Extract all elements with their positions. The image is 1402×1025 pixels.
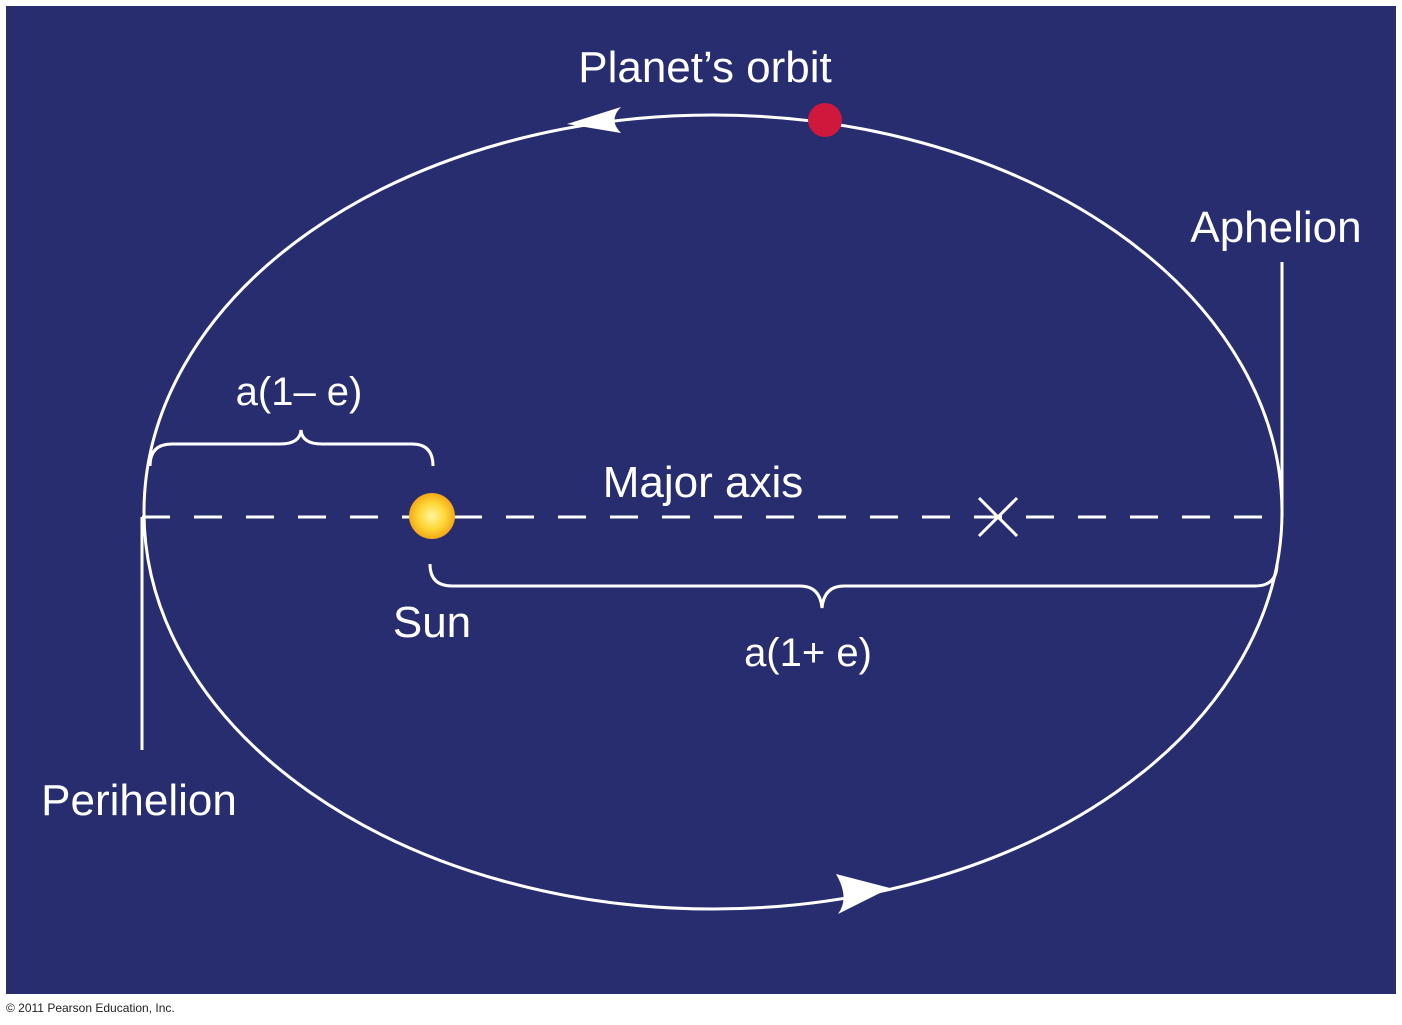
- orbit-arrow-bottom-icon: [836, 874, 890, 914]
- major-axis-label: Major axis: [603, 458, 804, 507]
- bracket-perihelion-distance: [148, 429, 435, 467]
- perihelion-label: Perihelion: [41, 776, 237, 825]
- bracket-aphelion-distance: [428, 563, 1279, 609]
- aphelion-label: Aphelion: [1190, 203, 1361, 252]
- diagram-background: [6, 6, 1396, 994]
- aphelion-distance-formula: a(1+ e): [744, 631, 872, 675]
- perihelion-distance-formula: a(1– e): [236, 370, 363, 414]
- sun-icon: [409, 493, 455, 539]
- copyright-notice: © 2011 Pearson Education, Inc.: [6, 1001, 175, 1015]
- empty-focus-cross-icon: [977, 496, 1019, 538]
- sun-label: Sun: [393, 598, 471, 647]
- planet-dot: [808, 103, 842, 137]
- orbit-arrow-top-icon: [567, 107, 621, 133]
- planets-orbit-label: Planet’s orbit: [578, 43, 832, 92]
